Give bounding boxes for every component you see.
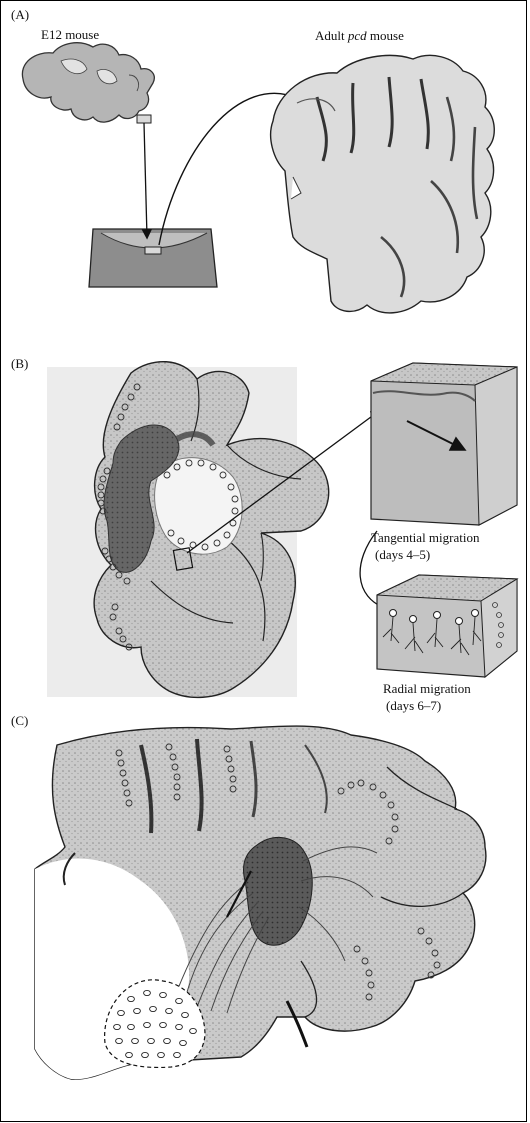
graft-axon-fibers [177, 847, 377, 1013]
zoom-arrow [187, 411, 379, 553]
panel-a-drawing [1, 1, 528, 331]
panel-c-label: (C) [11, 713, 28, 729]
panel-b-haze [47, 367, 297, 697]
dcn-label: DCN [81, 1027, 108, 1043]
e12-brain-illustration [22, 43, 154, 123]
panel-b-label: (B) [11, 356, 28, 372]
dcn-region [105, 980, 205, 1068]
tangential-days-label: (days 4–5) [375, 547, 430, 562]
radial-days-label: (days 6–7) [386, 698, 441, 713]
graft-needle-track [227, 871, 251, 917]
dcn-neurons [114, 990, 197, 1057]
purkinje-cell-rows-c [116, 744, 440, 1000]
radial-block-illustration [377, 575, 517, 677]
culture-dish-illustration [89, 229, 217, 287]
adult-cerebellum-illustration [271, 55, 495, 312]
radial-migration-label: Radial migration [383, 681, 471, 696]
tangential-migration-label: Tangential migration [371, 530, 479, 545]
cerebellum-section-illustration [94, 362, 329, 698]
transfer-arrow-down [144, 123, 147, 237]
tangential-direction-arrow [407, 421, 463, 449]
purkinje-cell-rows [98, 384, 238, 650]
tangential-block-illustration [371, 363, 517, 525]
